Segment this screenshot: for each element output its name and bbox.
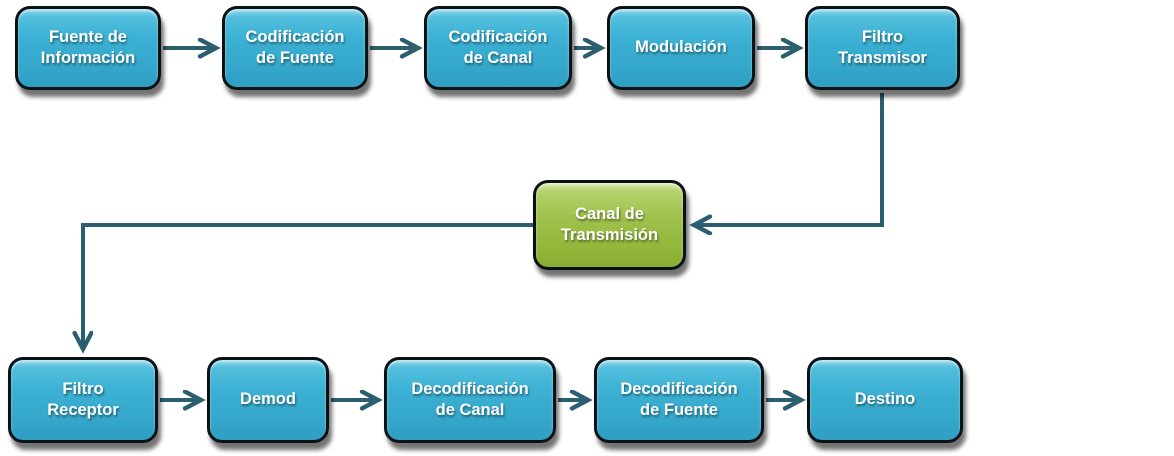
node-label: Fuente de Información: [40, 27, 136, 67]
node-decodificacion-de-fuente: Decodificación de Fuente: [594, 357, 764, 443]
node-canal-de-transmision: Canal de Transmisión: [533, 180, 686, 270]
node-label: Canal de Transmisión: [560, 204, 659, 244]
node-filtro-transmisor: Filtro Transmisor: [805, 6, 960, 90]
node-label: Demod: [240, 390, 296, 409]
node-label: Codificación de Canal: [448, 27, 548, 67]
node-demod: Demod: [207, 357, 329, 443]
node-modulacion: Modulación: [607, 6, 755, 90]
node-label: Destino: [854, 390, 916, 409]
node-label: Decodificación de Canal: [411, 379, 529, 419]
node-label: Decodificación de Fuente: [620, 379, 738, 419]
node-label: Codificación de Fuente: [245, 27, 345, 67]
node-fuente-de-informacion: Fuente de Información: [15, 6, 161, 90]
edge-canal-to-filtrorecep: [83, 223, 533, 349]
node-filtro-receptor: Filtro Receptor: [8, 357, 158, 443]
edge-filtrotrans-to-canal: [694, 93, 884, 225]
node-decodificacion-de-canal: Decodificación de Canal: [384, 357, 556, 443]
node-codificacion-de-fuente: Codificación de Fuente: [222, 6, 368, 90]
node-destino: Destino: [807, 357, 963, 443]
node-label: Filtro Transmisor: [838, 27, 927, 67]
node-codificacion-de-canal: Codificación de Canal: [424, 6, 572, 90]
node-label: Modulación: [635, 38, 727, 57]
node-label: Filtro Receptor: [47, 379, 119, 419]
